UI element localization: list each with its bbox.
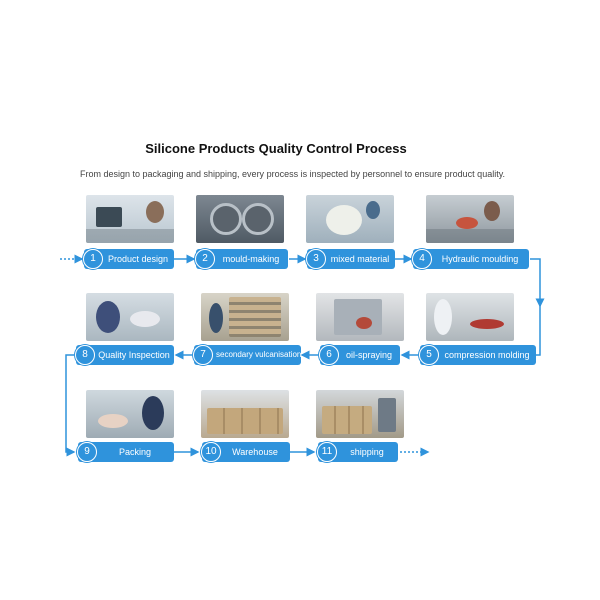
arrow-8-9 (65, 354, 76, 457)
step-label: Product design (107, 254, 169, 264)
step-label: shipping (350, 447, 384, 457)
warehouse-photo (201, 390, 289, 438)
design-office-photo (86, 195, 174, 243)
step-number: 1 (83, 249, 103, 269)
step-number: 2 (195, 249, 215, 269)
step-label: mixed material (330, 254, 390, 264)
step-number: 10 (201, 442, 221, 462)
step-8-quality-inspection: 8 Quality Inspection (75, 345, 174, 365)
step-number: 8 (75, 345, 95, 365)
step-label: Warehouse (232, 447, 278, 457)
step-number: 6 (319, 345, 339, 365)
step-9-packing: 9 Packing (77, 442, 174, 462)
step-number: 11 (317, 442, 337, 462)
step-label: Packing (118, 447, 152, 457)
step-4-hydraulic-moulding: 4 Hydraulic moulding (412, 249, 529, 269)
step-7-secondary-vulcanisation: 7 secondary vulcanisation (193, 345, 302, 365)
step-5-compression-molding: 5 compression molding (419, 345, 536, 365)
step-label: Hydraulic moulding (441, 254, 519, 264)
compression-molding-photo (426, 293, 514, 341)
packing-photo (86, 390, 174, 438)
step-label: oil-spraying (345, 350, 393, 360)
inspection-photo (86, 293, 174, 341)
step-label: compression molding (444, 350, 530, 360)
mould-photo (196, 195, 284, 243)
step-10-warehouse: 10 Warehouse (201, 442, 290, 462)
step-label: secondary vulcanisation (216, 350, 302, 359)
step-11-shipping: 11 shipping (317, 442, 398, 462)
step-number: 7 (193, 345, 213, 365)
page-subtitle: From design to packaging and shipping, e… (79, 169, 506, 179)
material-rolls-photo (306, 195, 394, 243)
step-number: 3 (306, 249, 326, 269)
page-title: Silicone Products Quality Control Proces… (145, 141, 407, 156)
shipping-photo (316, 390, 404, 438)
step-6-oil-spraying: 6 oil-spraying (319, 345, 400, 365)
step-1-product-design: 1 Product design (83, 249, 174, 269)
vulcanisation-rack-photo (201, 293, 289, 341)
step-number: 4 (412, 249, 432, 269)
step-label: Quality Inspection (98, 350, 170, 360)
step-number: 9 (77, 442, 97, 462)
step-3-mixed-material: 3 mixed material (306, 249, 395, 269)
step-number: 5 (419, 345, 439, 365)
oil-spraying-photo (316, 293, 404, 341)
arrow-4-5 (530, 258, 541, 356)
step-label: mould-making (222, 254, 280, 264)
step-2-mould-making: 2 mould-making (195, 249, 288, 269)
hydraulic-press-photo (426, 195, 514, 243)
